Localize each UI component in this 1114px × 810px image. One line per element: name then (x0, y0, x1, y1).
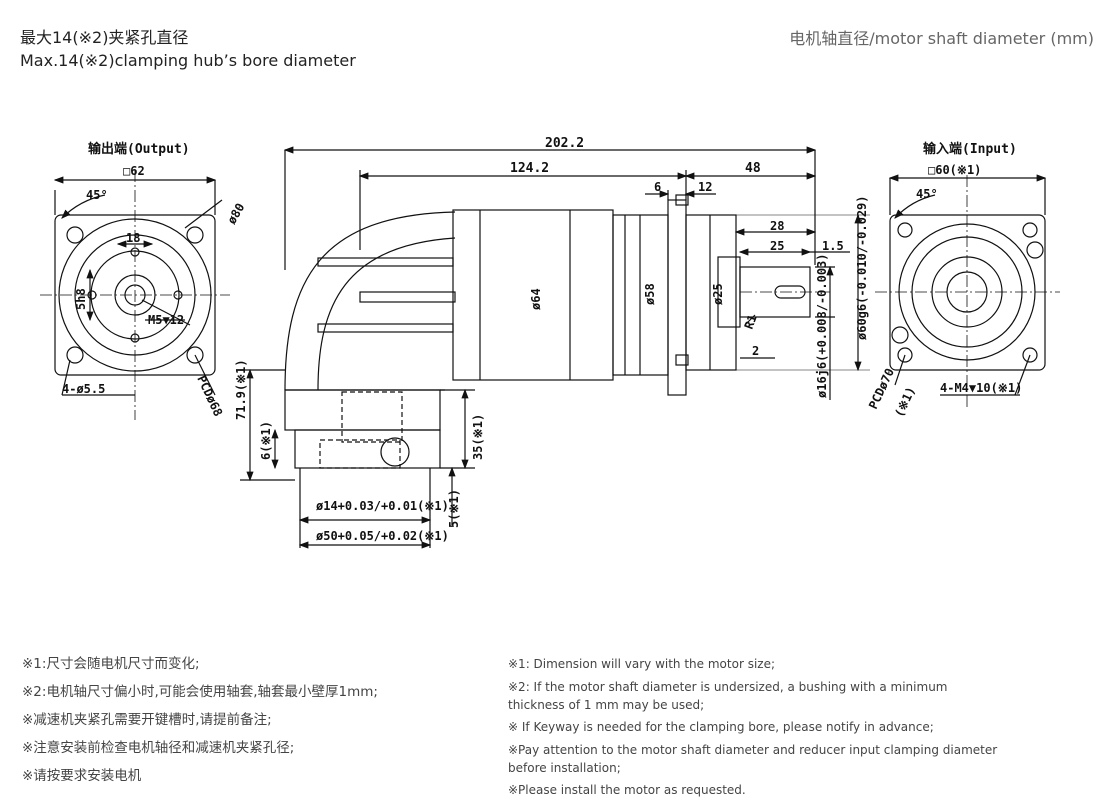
header-right-label: 电机轴直径/motor shaft diameter (mm) (789, 29, 1094, 48)
output-label: 输出端(Output) (88, 141, 190, 157)
height-35-dim: 35(※1) (471, 414, 485, 460)
header-title-cn: 最大14(※2)夹紧孔直径 (20, 28, 189, 47)
output-view (40, 170, 230, 420)
output-key-width-dim: 18 (126, 231, 140, 245)
dia-16-dim: ø16j6(+0.008/-0.003) (815, 254, 829, 399)
len-body-dim: 124.2 (510, 161, 549, 176)
note-en-1: ※1: Dimension will vary with the motor s… (508, 657, 775, 671)
output-thread-dim: M5▼12 (148, 313, 184, 327)
len-2-dim: 2 (752, 344, 759, 358)
height-5-dim: 5(※1) (447, 489, 461, 528)
bore-14-dim: ø14+0.03/+0.01(※1) (316, 499, 449, 513)
output-circle-dim: ø80 (224, 201, 247, 227)
note-cn-5: ※请按要求安装电机 (22, 768, 142, 784)
len-shaft-section-dim: 48 (745, 161, 761, 176)
input-square-dim: □60(※1) (928, 163, 981, 177)
dia-64-dim: ø64 (529, 288, 543, 310)
input-pcd-dim: PCDø70 (866, 366, 897, 411)
note-cn-4: ※注意安装前检查电机轴径和减速机夹紧孔径; (22, 740, 295, 756)
note-en-2: ※2: If the motor shaft diameter is under… (508, 680, 948, 712)
output-angle-dim: 45° (86, 188, 108, 202)
radius-dim: R1 (742, 313, 760, 331)
len-total-dim: 202.2 (545, 136, 584, 151)
output-key-depth-dim: 5h8 (74, 288, 88, 310)
dia-58-dim: ø58 (643, 283, 657, 305)
note-en-5: ※Please install the motor as requested. (508, 783, 746, 797)
note-cn-1: ※1:尺寸会随电机尺寸而变化; (22, 656, 200, 672)
len-12-dim: 12 (698, 180, 712, 194)
height-6-dim: 6(※1) (259, 421, 273, 460)
input-view (875, 174, 1060, 410)
height-71-9-dim: 71.9(※1) (234, 359, 248, 420)
output-holes-dim: 4-ø5.5 (62, 382, 105, 396)
len-25-dim: 25 (770, 239, 784, 253)
output-square-dim: □62 (123, 164, 145, 178)
len-1-5-dim: 1.5 (822, 239, 844, 253)
note-cn-2: ※2:电机轴尺寸偏小时,可能会使用轴套,轴套最小壁厚1mm; (22, 684, 378, 700)
note-en-3: ※ If Keyway is needed for the clamping b… (508, 720, 934, 734)
dia-60-dim: ø60g6(-0.010/-0.029) (855, 196, 869, 341)
input-label: 输入端(Input) (923, 141, 1017, 157)
len-6-dim: 6 (654, 180, 661, 194)
note-en-4: ※Pay attention to the motor shaft diamet… (508, 743, 998, 775)
bore-50-dim: ø50+0.05/+0.02(※1) (316, 529, 449, 543)
output-pcd-dim: PCDø68 (194, 373, 225, 418)
len-28-dim: 28 (770, 219, 784, 233)
input-thread-dim: 4-M4▼10(※1) (940, 381, 1022, 395)
side-view (240, 146, 870, 549)
dia-25-dim: ø25 (711, 283, 725, 305)
input-angle-dim: 45° (916, 187, 938, 201)
note-cn-3: ※减速机夹紧孔需要开键槽时,请提前备注; (22, 712, 272, 728)
technical-drawing: 输出端(Output) □62 45° ø80 18 5h8 M5▼12 4-ø… (40, 136, 1060, 549)
header-title-en: Max.14(※2)clamping hub’s bore diameter (20, 51, 356, 70)
input-pcd-note: (※1) (892, 385, 918, 420)
